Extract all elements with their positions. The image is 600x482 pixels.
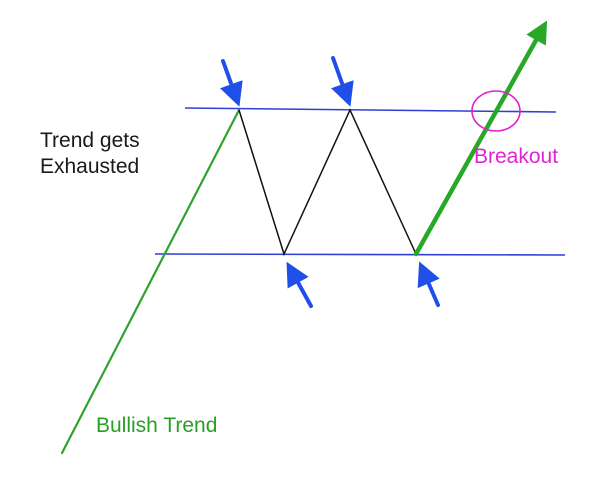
breakout-label: Breakout [474, 145, 559, 168]
zigzag-pattern [238, 108, 417, 257]
trough-1-pointer-arrow-icon [286, 261, 313, 308]
breakout-arrow [413, 20, 548, 257]
bullish-trend-label: Bullish Trend [96, 414, 218, 437]
breakout-circle-icon [471, 90, 521, 132]
resistance-line [184, 107, 557, 113]
trend-exhausted-label: Trend gets Exhausted [40, 128, 140, 181]
trough-2-pointer-arrow-icon [417, 261, 440, 307]
bullish-trend-line [60, 108, 241, 455]
support-line [154, 253, 566, 256]
peak-2-pointer-arrow-icon [331, 56, 354, 107]
trend-exhausted-line-2: Exhausted [40, 155, 140, 179]
peak-1-pointer-arrow-icon [220, 59, 243, 107]
trend-exhausted-line-1: Trend gets [40, 129, 140, 152]
